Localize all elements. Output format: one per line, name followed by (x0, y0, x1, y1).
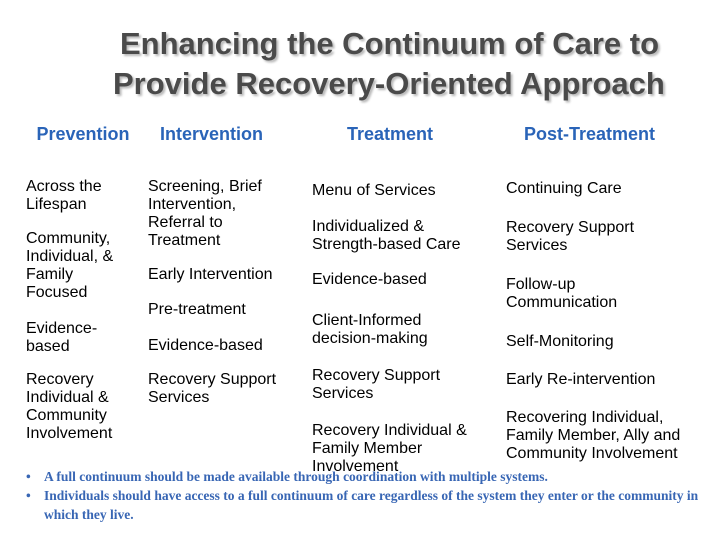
intervention-item-recovery-support: Recovery Support Services (148, 371, 277, 406)
column-header-intervention: Intervention (160, 124, 264, 144)
prevention-item-community-involvement: Recovery Individual & Community Involvem… (26, 371, 113, 442)
intervention-item-sbirt: Screening, Brief Intervention, Referral … (148, 178, 262, 249)
bullet-access-to-care: Individuals should have access to a full… (26, 486, 716, 524)
intervention-item-pre-treatment: Pre-treatment (148, 301, 246, 318)
post-treatment-item-early-reintervention: Early Re-intervention (506, 371, 656, 388)
post-treatment-item-continuing-care: Continuing Care (506, 180, 622, 197)
treatment-item-evidence-based: Evidence-based (312, 271, 427, 288)
treatment-item-client-informed: Client-Informed decision-making (312, 312, 428, 347)
prevention-item-community-focused: Community, Individual, & Family Focused (26, 230, 114, 301)
treatment-item-individualized-care: Individualized & Strength-based Care (312, 218, 461, 253)
column-header-treatment: Treatment (347, 124, 434, 144)
slide-title: Enhancing the Continuum of Care to Provi… (0, 24, 728, 104)
slide-title-line-2: Provide Recovery-Oriented Approach (113, 66, 665, 101)
column-header-post-treatment: Post-Treatment (524, 124, 656, 144)
column-header-prevention: Prevention (36, 124, 130, 144)
prevention-item-evidence-based: Evidence-based (26, 320, 98, 355)
post-treatment-item-recovery-support: Recovery Support Services (506, 219, 635, 254)
treatment-item-recovery-support: Recovery Support Services (312, 367, 441, 402)
post-treatment-item-community-involvement: Recovering Individual, Family Member, Al… (506, 409, 681, 462)
notes-bullet-list: A full continuum should be made availabl… (26, 467, 716, 524)
post-treatment-item-follow-up: Follow-up Communication (506, 276, 618, 311)
prevention-item-lifespan: Across the Lifespan (26, 178, 102, 213)
intervention-item-early-intervention: Early Intervention (148, 266, 273, 283)
bullet-full-continuum: A full continuum should be made availabl… (26, 467, 716, 486)
post-treatment-item-self-monitoring: Self-Monitoring (506, 333, 614, 350)
slide-title-line-1: Enhancing the Continuum of Care to (120, 26, 660, 61)
intervention-item-evidence-based: Evidence-based (148, 337, 263, 354)
treatment-item-menu-of-services: Menu of Services (312, 182, 436, 199)
